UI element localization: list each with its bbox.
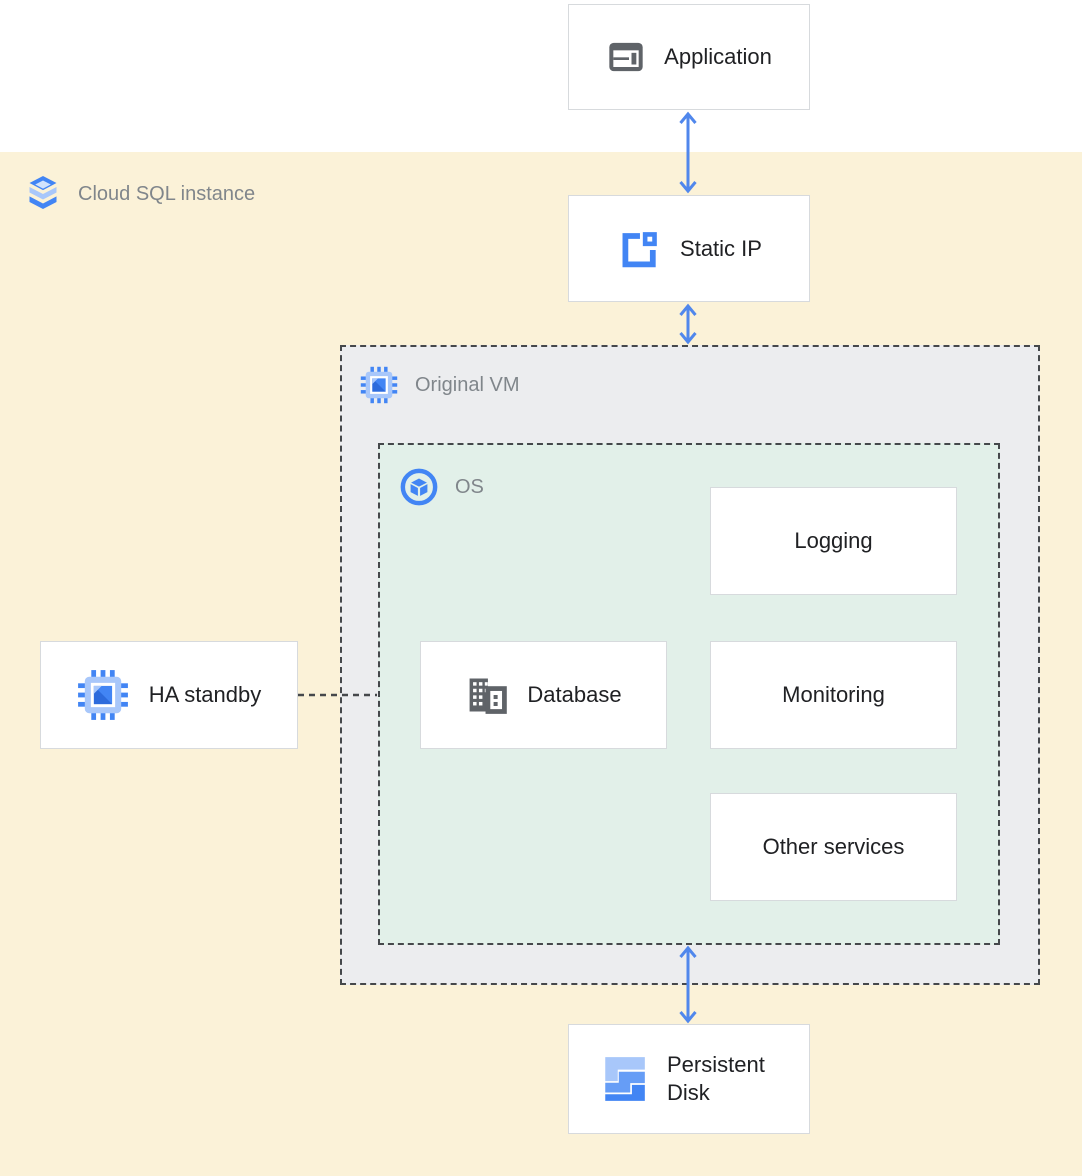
application-icon bbox=[609, 42, 643, 72]
static-ip-icon bbox=[622, 231, 657, 267]
database-icon bbox=[469, 678, 508, 714]
os-region-title: OS bbox=[455, 475, 484, 498]
cloud-sql-icon bbox=[29, 176, 57, 209]
logging-label: Logging bbox=[794, 528, 873, 553]
node-database: Database bbox=[420, 641, 667, 749]
node-application: Application bbox=[568, 4, 810, 110]
os-region-label: OS bbox=[400, 468, 484, 506]
persistent-disk-label: Persistent Disk bbox=[667, 1052, 765, 1105]
cloud-sql-region-label: Cloud SQL instance bbox=[25, 174, 255, 214]
node-persistent-disk: Persistent Disk bbox=[568, 1024, 810, 1134]
application-label: Application bbox=[664, 44, 772, 69]
node-logging: Logging bbox=[710, 487, 957, 595]
database-label: Database bbox=[527, 682, 622, 707]
node-static-ip: Static IP bbox=[568, 195, 810, 302]
other-services-label: Other services bbox=[762, 834, 905, 859]
node-monitoring: Monitoring bbox=[710, 641, 957, 749]
os-icon bbox=[400, 468, 438, 506]
ha-standby-label: HA standby bbox=[148, 682, 262, 707]
original-vm-region-label: Original VM bbox=[360, 366, 519, 404]
node-other-services: Other services bbox=[710, 793, 957, 901]
compute-engine-icon bbox=[77, 670, 128, 720]
cloud-sql-region-title: Cloud SQL instance bbox=[78, 182, 256, 205]
persistent-disk-icon bbox=[605, 1057, 645, 1101]
static-ip-label: Static IP bbox=[680, 235, 762, 261]
original-vm-region-title: Original VM bbox=[415, 373, 520, 396]
node-ha-standby: HA standby bbox=[40, 641, 298, 749]
monitoring-label: Monitoring bbox=[782, 682, 885, 707]
compute-engine-icon bbox=[360, 366, 398, 404]
